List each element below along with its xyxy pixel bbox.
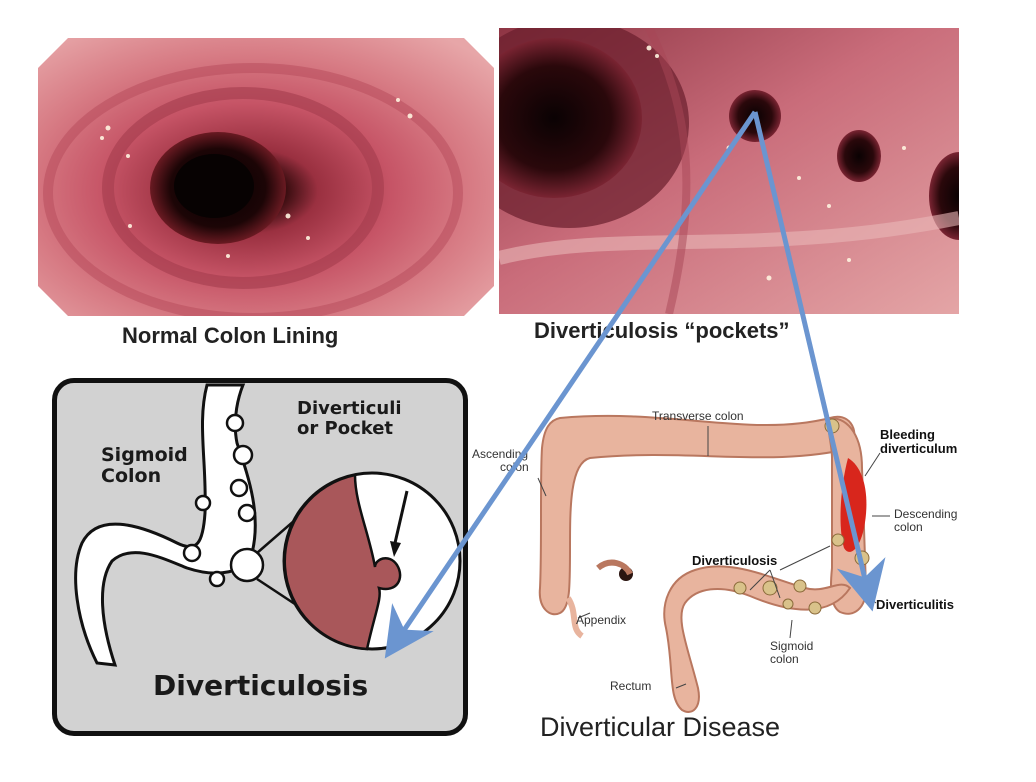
diverticulosis-cartoon-panel: Sigmoid Colon Diverticuli or Pocket Dive… bbox=[52, 378, 468, 736]
pockets-caption: Diverticulosis “pockets” bbox=[534, 318, 790, 343]
cartoon-title: Diverticulosis bbox=[153, 669, 369, 702]
diverticular-disease-title: Diverticular Disease bbox=[540, 712, 781, 742]
ascending-colon-label: Ascending colon bbox=[472, 447, 529, 475]
sigmoid-rectum-shape bbox=[663, 565, 852, 713]
normal-colon-photo bbox=[38, 38, 494, 316]
bleeding-diverticulum-label: Bleeding diverticulum bbox=[880, 427, 958, 457]
diverticuli-pocket-label: Diverticuli or Pocket bbox=[297, 398, 402, 439]
diverticulosis-pockets-photo bbox=[499, 28, 959, 314]
rectum-label: Rectum bbox=[610, 679, 652, 693]
descending-colon-label: Descending colon bbox=[894, 507, 958, 535]
sigmoid-colon-label: Sigmoid colon bbox=[770, 639, 814, 667]
colon-anatomy-diagram: Transverse colon Ascending colon Bleedin… bbox=[470, 398, 990, 728]
normal-colon-caption: Normal Colon Lining bbox=[122, 323, 339, 348]
transverse-colon-label: Transverse colon bbox=[652, 409, 744, 423]
sigmoid-colon-label: Sigmoid Colon bbox=[101, 444, 188, 487]
appendix-label: Appendix bbox=[576, 613, 627, 627]
diverticulosis-label: Diverticulosis bbox=[692, 553, 778, 568]
diverticulitis-label: Diverticulitis bbox=[876, 597, 955, 612]
